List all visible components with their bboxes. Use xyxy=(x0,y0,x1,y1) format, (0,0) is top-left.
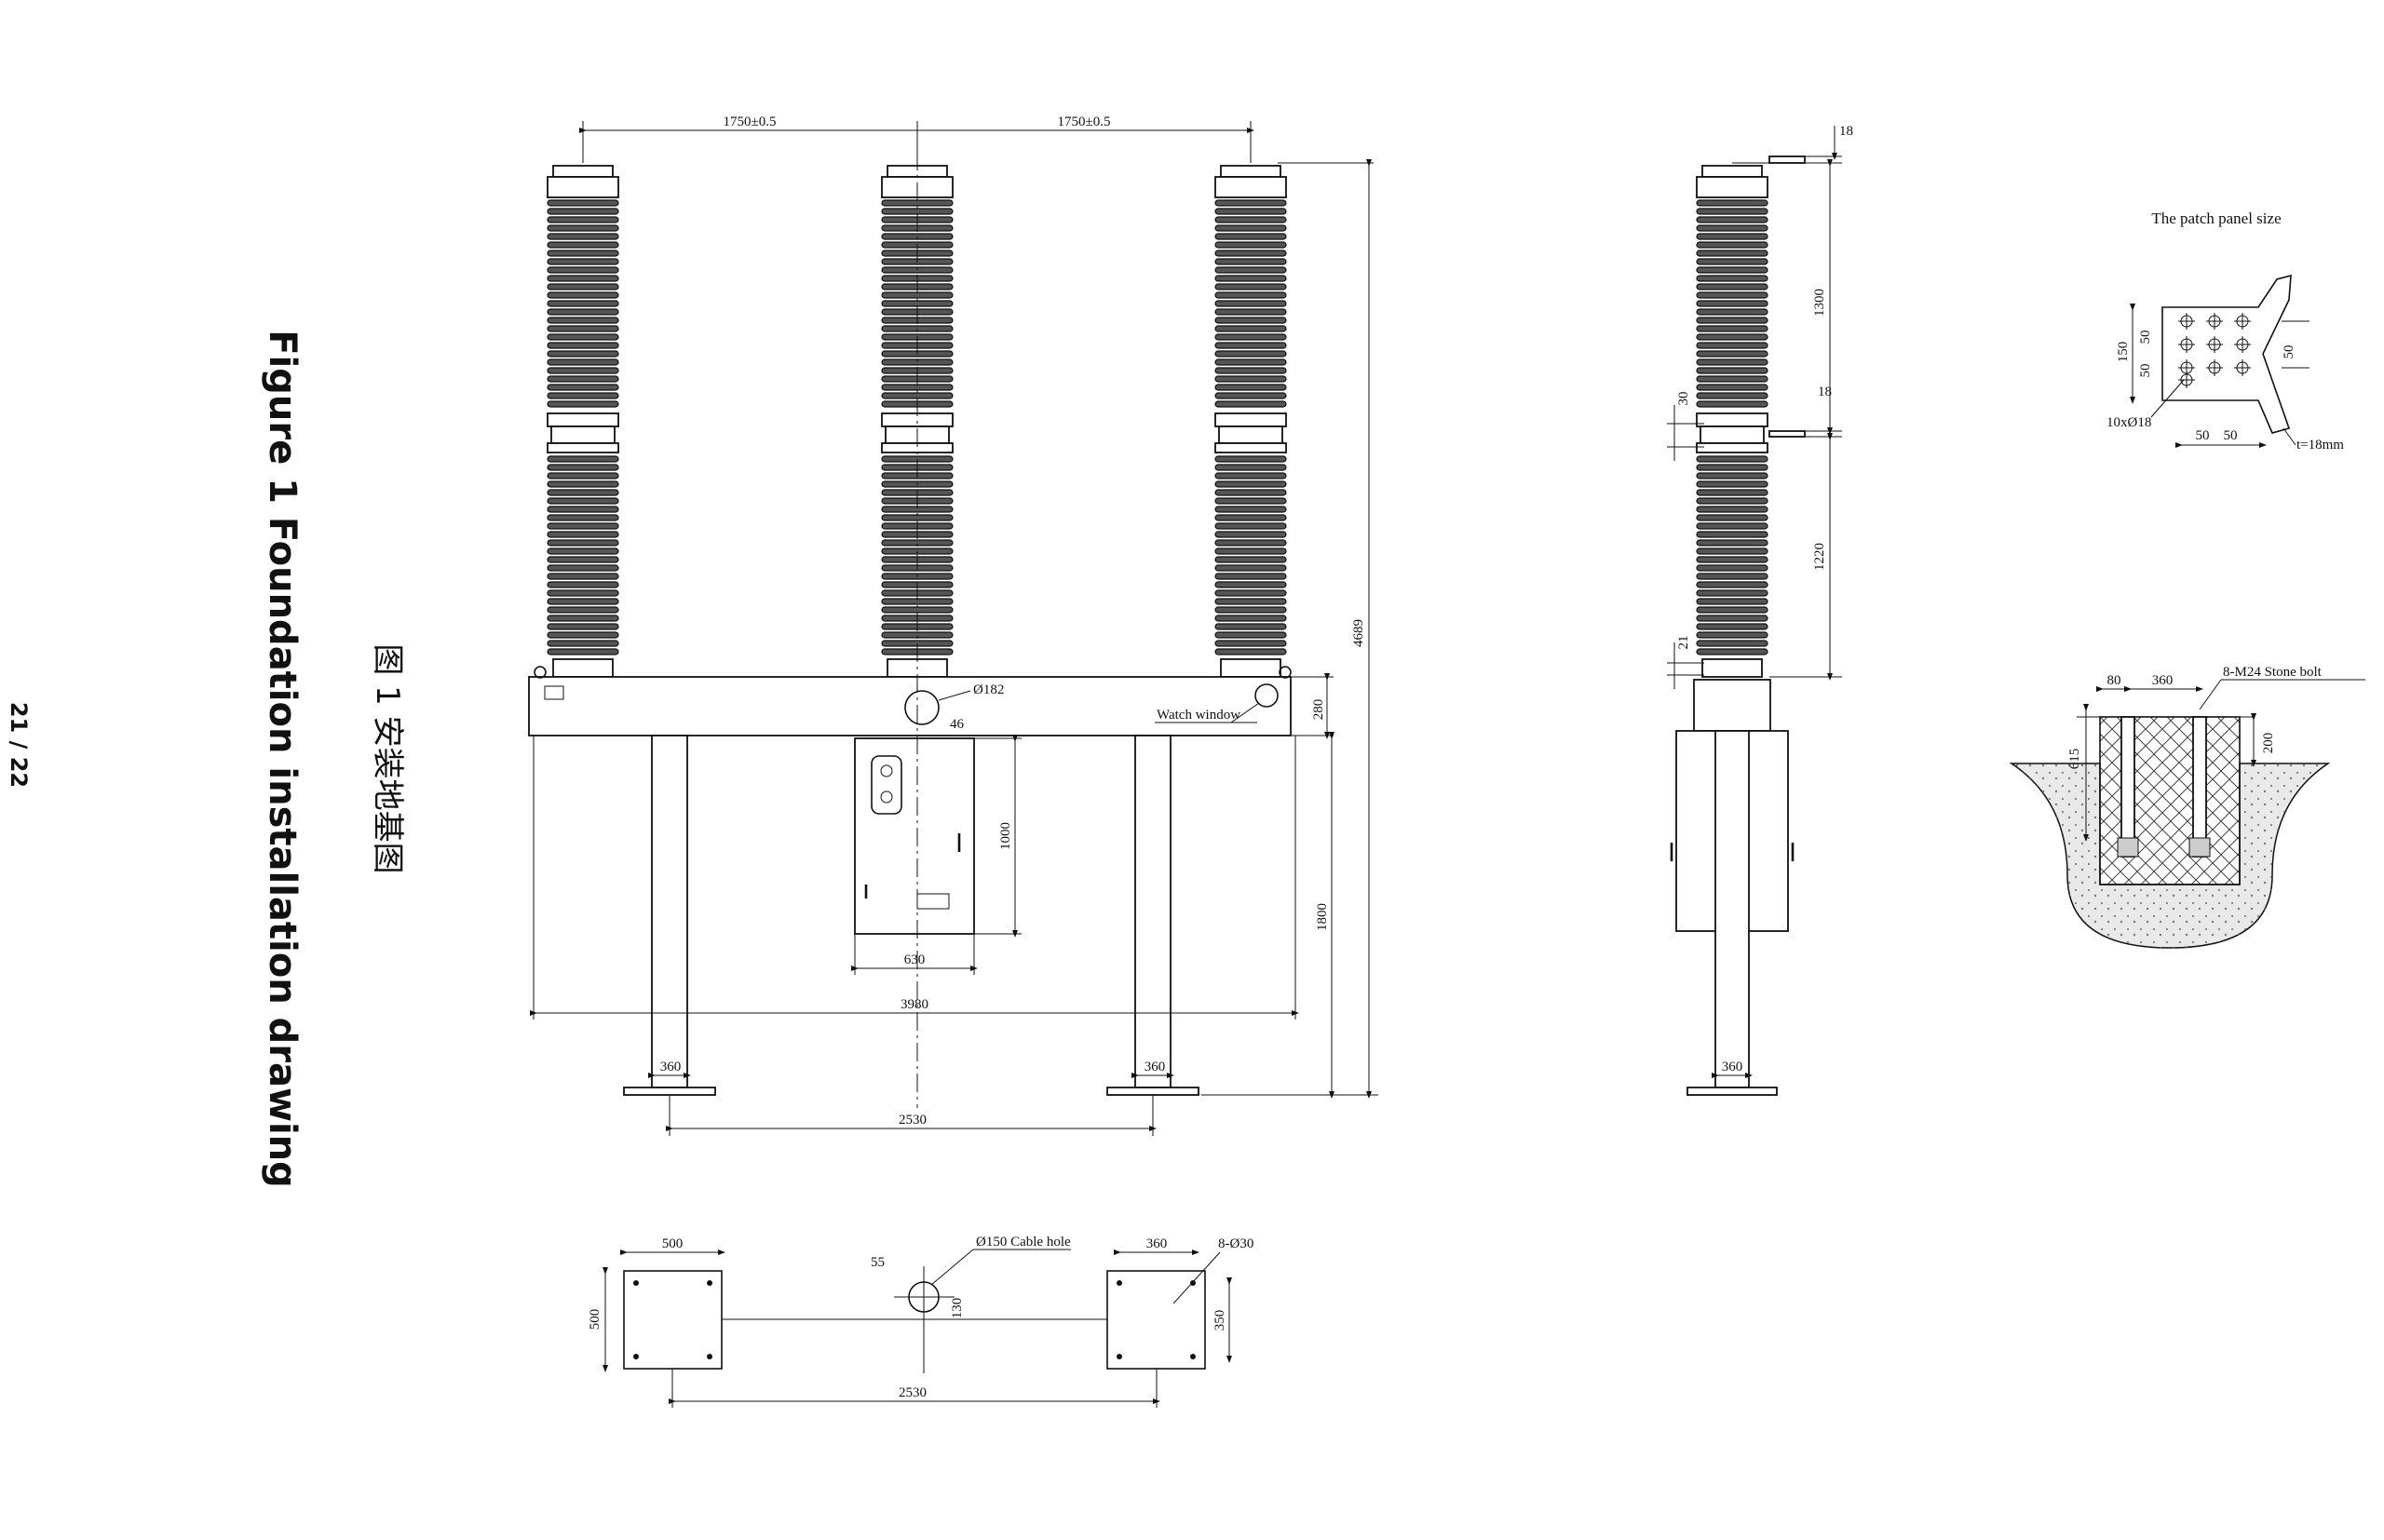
dim-pad-width: 500 xyxy=(662,1236,684,1251)
dim-cable-x: 55 xyxy=(871,1255,885,1270)
side-leg xyxy=(1714,730,1750,1088)
dim-support-height: 1800 xyxy=(1315,903,1330,931)
dim-phase-right: 1750±0.5 xyxy=(1058,115,1111,129)
dim-leg-right: 360 xyxy=(1145,1060,1166,1074)
dim-panel-50c: 50 xyxy=(2282,345,2296,359)
leg-right xyxy=(1134,735,1172,1088)
anchor-bolt-left xyxy=(2120,716,2135,858)
dim-bolt-spacing-v: 350 xyxy=(1212,1310,1227,1331)
dim-leg-left: 360 xyxy=(660,1060,682,1074)
label-panel-holes: 10xØ18 xyxy=(2106,415,2151,430)
dim-leg-spacing: 2530 xyxy=(899,1113,927,1128)
dim-bolt-spacing: 360 xyxy=(1146,1236,1168,1251)
dim-panel-w50a: 50 xyxy=(2196,428,2210,443)
dim-side-leg: 360 xyxy=(1722,1060,1743,1074)
page-number: 21 / 22 xyxy=(6,702,32,788)
dim-section-depth: 615 xyxy=(2067,749,2082,770)
front-view: 1750±0.5 1750±0.5 4689 280 1800 1000 630… xyxy=(528,115,1378,1136)
dim-beam-height: 280 xyxy=(1311,699,1326,721)
pad-bolts xyxy=(633,1280,1196,1359)
label-bolts: 8-Ø30 xyxy=(1218,1236,1253,1251)
pad-left xyxy=(623,1270,723,1370)
side-insulator-column xyxy=(1696,165,1768,678)
anchor-bolt-right xyxy=(2192,716,2207,858)
cabinet-window xyxy=(871,755,902,815)
dim-phase-left: 1750±0.5 xyxy=(724,115,777,129)
dim-mid-gap: 30 xyxy=(1676,392,1691,406)
foot-left xyxy=(623,1087,716,1096)
dim-section-embed: 200 xyxy=(2261,733,2276,754)
patch-panel-outline xyxy=(2161,274,2292,434)
leg-left xyxy=(651,735,688,1088)
dim-base-gap: 21 xyxy=(1676,636,1691,650)
insulator-phase-c xyxy=(1214,165,1287,678)
figure-caption: Figure 1 Foundation installation drawing… xyxy=(261,330,406,1188)
label-panel-thickness: t=18mm xyxy=(2296,438,2344,453)
patch-panel-holes xyxy=(2178,313,2251,388)
dim-panel-50b: 50 xyxy=(2138,364,2153,378)
dim-cabinet-width: 630 xyxy=(904,952,926,967)
dim-beam-length: 3980 xyxy=(901,997,928,1012)
foot-right xyxy=(1106,1087,1199,1096)
dim-pad-height: 500 xyxy=(588,1309,603,1331)
dim-section-edge: 80 xyxy=(2107,673,2121,688)
pad-right xyxy=(1106,1270,1206,1370)
watch-window-icon xyxy=(1254,683,1279,708)
side-beam xyxy=(1693,679,1771,732)
nameplate-icon xyxy=(544,685,564,700)
dim-upper-insulator: 1300 xyxy=(1812,289,1827,317)
insulator-side xyxy=(1696,165,1768,678)
dim-section-spacing: 360 xyxy=(2152,673,2174,688)
dim-mid-plate: 18 xyxy=(1818,385,1832,399)
side-foot xyxy=(1686,1087,1778,1096)
dim-panel-150: 150 xyxy=(2116,342,2131,363)
patch-panel-title: The patch panel size xyxy=(2151,209,2281,227)
label-cable-hole: Ø150 Cable hole xyxy=(976,1235,1071,1250)
label-stone-bolt: 8-M24 Stone bolt xyxy=(2223,665,2323,680)
insulator-phase-a xyxy=(547,165,619,678)
label-watch-window: Watch window xyxy=(1157,708,1240,723)
support-beam xyxy=(528,676,1292,736)
patch-panel-detail: The patch panel size 150 50 50 50 10xØ18… xyxy=(2106,209,2344,453)
dim-top-plate: 18 xyxy=(1839,124,1853,139)
dim-cable-y: 130 xyxy=(950,1298,965,1319)
control-cabinet xyxy=(854,737,975,935)
hole-icon xyxy=(904,690,940,725)
caption-chinese: 图 1 安装地基图 xyxy=(369,643,406,873)
dim-pad-spacing: 2530 xyxy=(899,1385,927,1400)
dim-panel-50a: 50 xyxy=(2138,331,2153,344)
dim-lower-insulator: 1220 xyxy=(1812,543,1827,571)
page-number-text: 21 / 22 xyxy=(6,702,32,788)
dim-cabinet-height: 1000 xyxy=(998,822,1013,850)
dim-overall-height: 4689 xyxy=(1351,619,1366,647)
foundation-section: 80 360 8-M24 Stone bolt 615 200 xyxy=(2009,665,2365,949)
dim-hole-diameter: Ø182 xyxy=(973,682,1004,697)
plan-view: 500 500 Ø150 Cable hole 55 130 360 8-Ø30… xyxy=(588,1235,1253,1408)
caption-english: Figure 1 Foundation installation drawing xyxy=(261,330,304,1188)
dim-offset: 46 xyxy=(950,717,965,732)
side-view: 18 1300 18 30 1220 21 360 xyxy=(1667,124,1853,1096)
dim-panel-w50b: 50 xyxy=(2224,428,2238,443)
